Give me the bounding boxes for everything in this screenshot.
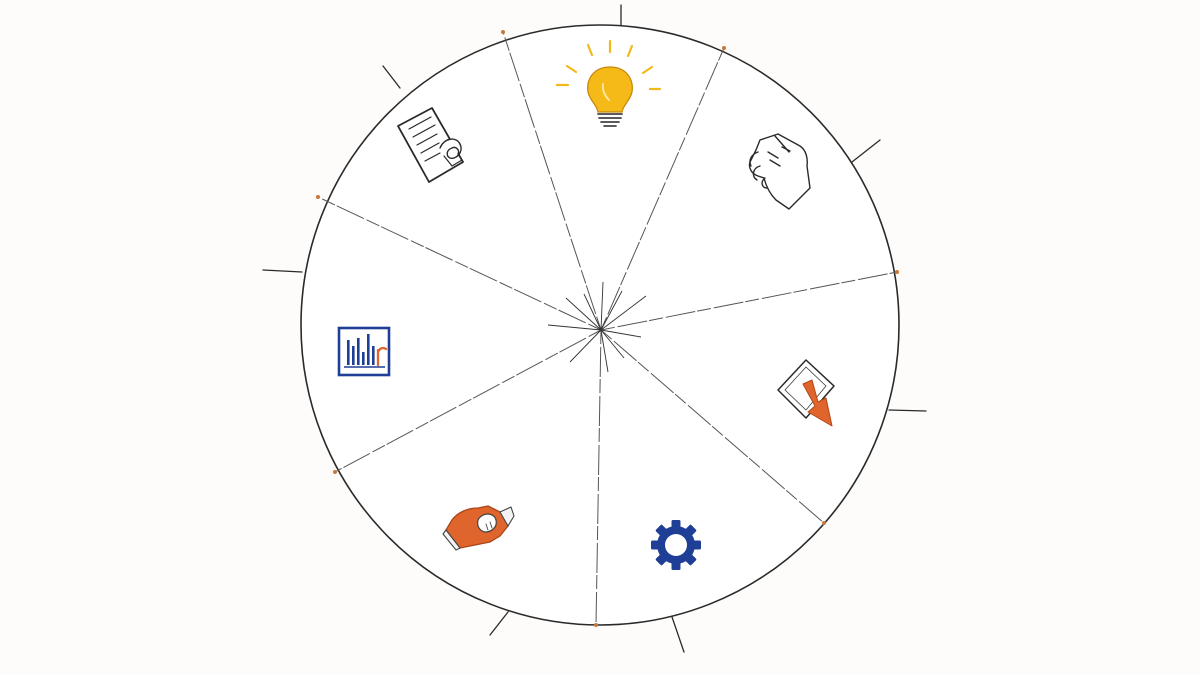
handshake-icon [442, 505, 515, 551]
rim-markers [316, 30, 899, 627]
segment-dividers [317, 31, 898, 626]
lightbulb-icon [555, 39, 662, 127]
divider-line [334, 329, 602, 473]
tick-mark [671, 616, 685, 653]
tick-mark [888, 409, 927, 412]
divider-line [600, 329, 825, 524]
tick-mark [382, 65, 401, 89]
wheel-outline [300, 24, 900, 626]
bar-chart-icon [337, 326, 391, 377]
tick-mark [851, 139, 881, 163]
divider-line [600, 47, 725, 331]
hand-writing-icon [748, 133, 811, 210]
tick-mark [262, 269, 303, 273]
divider-line [600, 271, 898, 331]
document-signature-icon [397, 107, 464, 183]
divider-line [502, 31, 602, 331]
divider-line [317, 196, 602, 331]
task-arrow-icon [777, 359, 835, 427]
outer-ticks [262, 4, 927, 653]
gear-icon [651, 520, 701, 570]
tick-mark [489, 611, 509, 636]
center-hub [547, 281, 647, 373]
divider-line [595, 329, 602, 626]
